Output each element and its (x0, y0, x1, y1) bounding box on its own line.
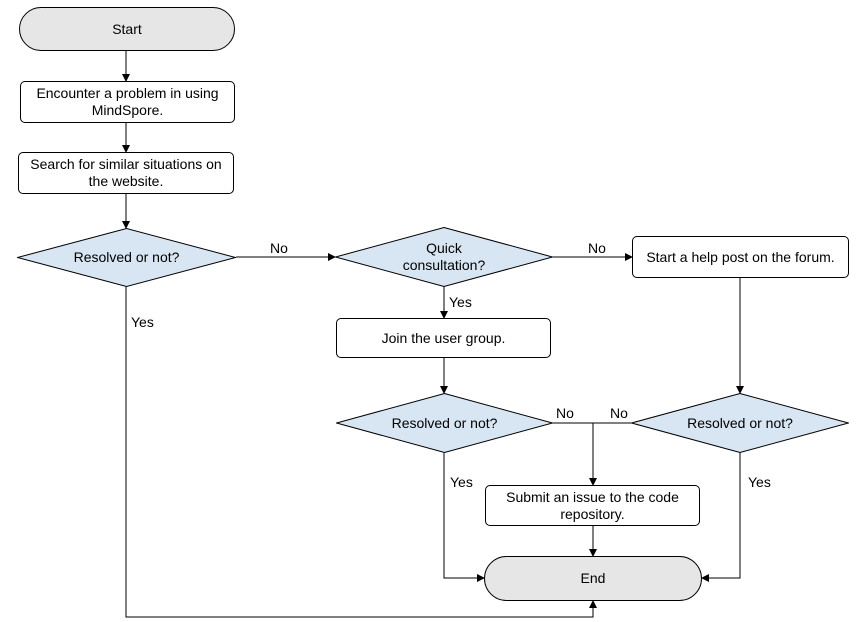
edge-label-resolved2-no: No (556, 405, 574, 421)
edge-resolved3-end (701, 453, 741, 582)
resolved-decision-3: Resolved or not? (631, 393, 849, 453)
edge-label-quick-yes: Yes (449, 294, 472, 310)
edge-label-quick-no: No (588, 240, 606, 256)
resolved-decision-3-label: Resolved or not? (687, 414, 793, 431)
quick-consultation-label: Quick consultation? (402, 240, 486, 273)
edge-label-resolved3-yes: Yes (748, 474, 771, 490)
submit-issue-step: Submit an issue to the code repository. (485, 485, 700, 526)
edge-label-resolved3-no: No (610, 405, 628, 421)
decision-diamond-shape (335, 227, 553, 287)
edge-resolved1-end (125, 287, 597, 618)
submit-issue-label: Submit an issue to the code repository. (506, 488, 679, 522)
encounter-problem-label: Encounter a problem in using MindSpore. (36, 85, 219, 118)
join-user-group-label: Join the user group. (381, 329, 506, 346)
decision-diamond-shape (336, 393, 553, 453)
resolved-decision-2: Resolved or not? (336, 393, 553, 453)
end-label: End (580, 570, 606, 586)
edge-resolved2-submit (553, 422, 597, 486)
forum-post-label: Start a help post on the forum. (646, 248, 835, 265)
search-website-label: Search for similar situations on the web… (30, 156, 222, 189)
decision-diamond-shape (631, 393, 849, 453)
edge-label-resolved2-yes: Yes (450, 474, 473, 490)
edge-label-resolved1-no: No (270, 240, 288, 256)
end-node: End (484, 556, 702, 601)
decision-diamond-shape (17, 228, 236, 287)
start-label: Start (112, 20, 142, 37)
edge-label-resolved1-yes: Yes (131, 314, 154, 330)
forum-post-step: Start a help post on the forum. (632, 236, 849, 278)
resolved-decision-1-label: Resolved or not? (73, 249, 180, 265)
encounter-problem-step: Encounter a problem in using MindSpore. (20, 81, 235, 123)
resolved-decision-2-label: Resolved or not? (391, 414, 498, 431)
join-user-group-step: Join the user group. (336, 318, 551, 358)
edge-resolved2-end (443, 453, 485, 582)
resolved-decision-1: Resolved or not? (17, 228, 236, 287)
search-website-step: Search for similar situations on the web… (18, 152, 234, 194)
quick-consultation-decision: Quick consultation? (335, 227, 553, 287)
start-node: Start (19, 7, 235, 51)
